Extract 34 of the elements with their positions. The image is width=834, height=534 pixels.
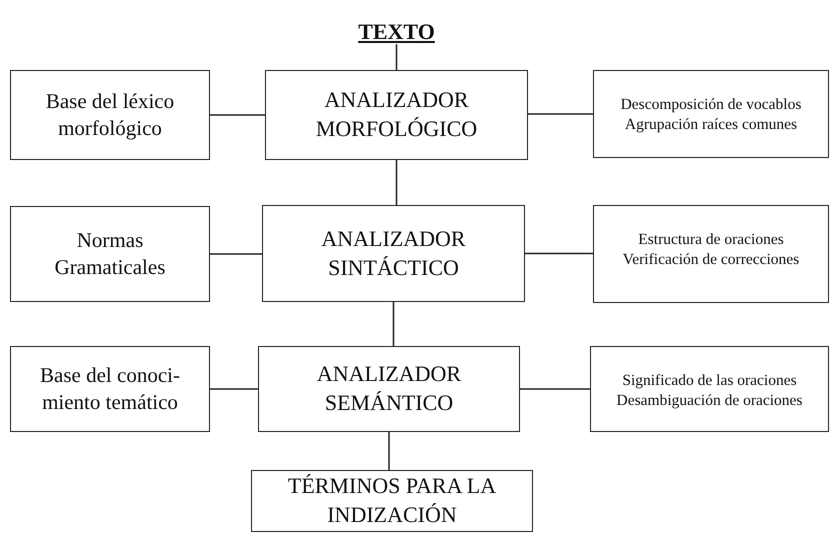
box-text: Estructura de oraciones <box>638 230 784 250</box>
box-text: Desambiguación de oraciones <box>616 391 802 412</box>
connector-line <box>528 113 593 115</box>
resource-box <box>10 346 210 432</box>
box-text: Descomposición de vocablos <box>620 95 802 115</box>
resource-box <box>10 70 210 160</box>
box-text: Base del conoci- miento temático <box>39 362 181 416</box>
resource-box <box>10 206 210 302</box>
connector-line <box>520 388 590 390</box>
note-box <box>593 205 829 303</box>
box-text: Base del léxico morfológico <box>44 88 176 142</box>
box-text: ANALIZADOR SINTÁCTICO <box>320 224 467 282</box>
process-box <box>258 346 520 432</box>
box-text: Verificación de correcciones <box>622 250 800 270</box>
box-text: Significado de las oraciones <box>622 371 797 391</box>
connector-line <box>210 253 262 255</box>
connector-line <box>210 114 265 116</box>
process-box <box>265 70 528 160</box>
box-text: ANALIZADOR MORFOLÓGICO <box>314 86 478 143</box>
note-box <box>590 346 829 432</box>
box-text: Normas Gramaticales <box>54 226 166 281</box>
note-box <box>593 70 829 158</box>
connector-line <box>392 302 394 346</box>
box-text: TÉRMINOS PARA LA INDIZACIÓN <box>286 472 498 529</box>
heading-text: TEXTO <box>356 20 437 44</box>
connector-line <box>525 252 593 254</box>
box-text: ANALIZADOR SEMÁNTICO <box>316 360 462 417</box>
box-text: Agrupación raíces comunes <box>624 115 798 136</box>
process-box <box>262 205 525 302</box>
connector-line <box>396 160 398 205</box>
process-box <box>251 470 533 532</box>
connector-line <box>396 44 398 70</box>
connector-line <box>388 432 390 470</box>
connector-line <box>210 388 258 390</box>
